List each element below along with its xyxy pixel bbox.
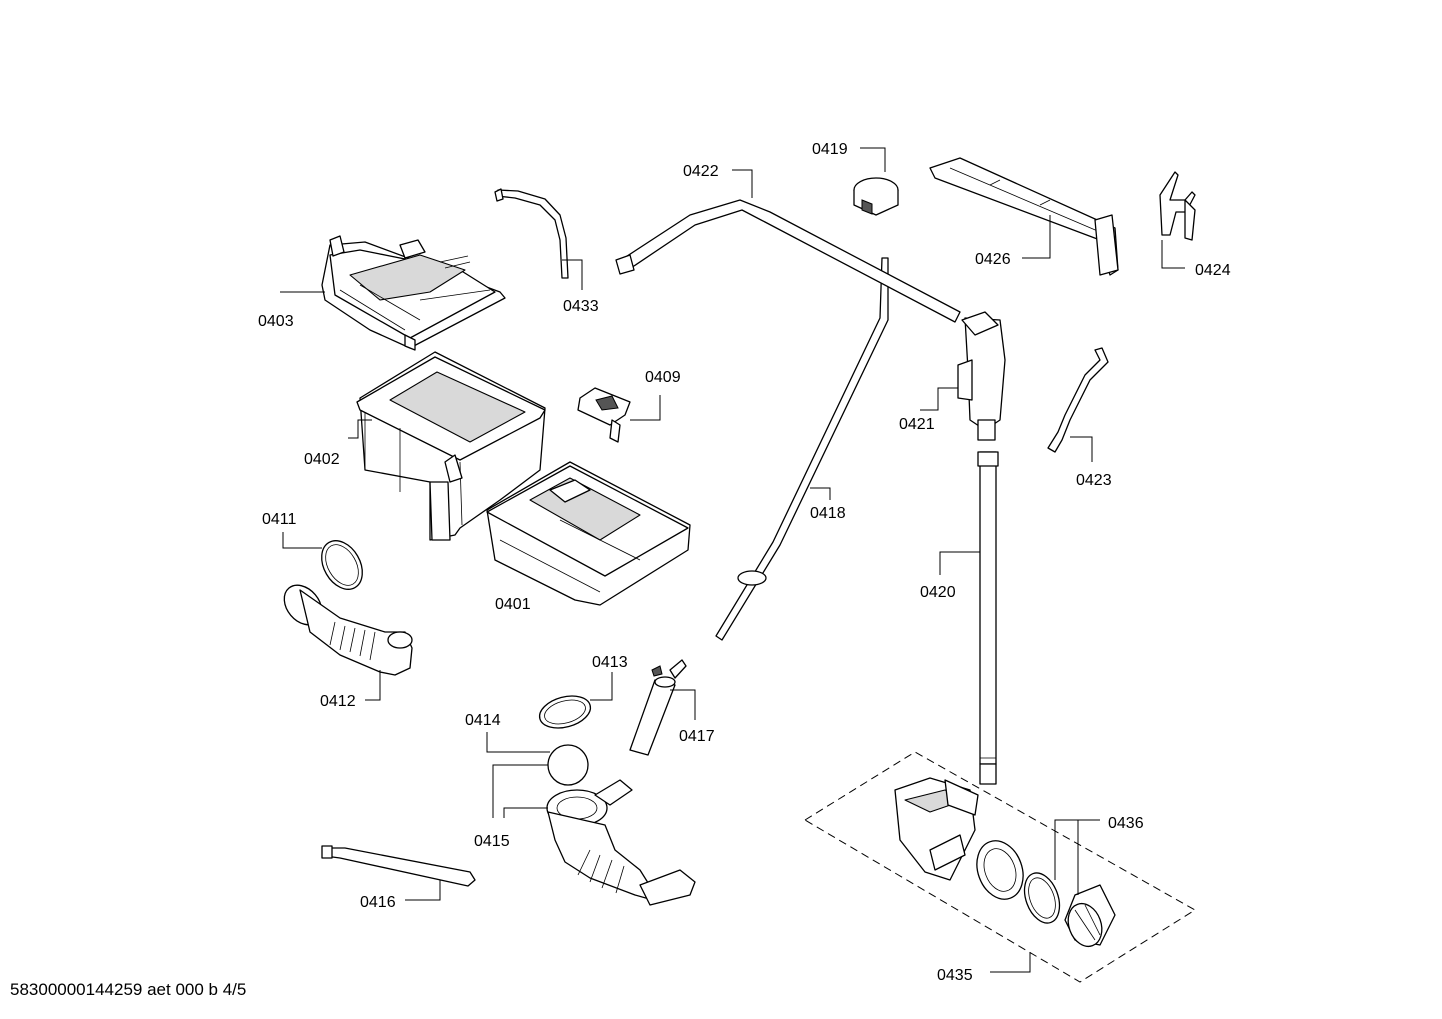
ball-valve-0414-part xyxy=(547,744,589,786)
pump-assembly-box xyxy=(804,751,1196,983)
leader-0436 xyxy=(1054,819,1100,895)
label-0402: 0402 xyxy=(304,451,340,468)
leader-0402 xyxy=(348,419,372,439)
label-0419: 0419 xyxy=(812,141,848,158)
label-0421: 0421 xyxy=(899,416,935,433)
label-0416: 0416 xyxy=(360,894,396,911)
leader-0435 xyxy=(990,952,1031,973)
label-0409: 0409 xyxy=(645,369,681,386)
dispenser-cover-part xyxy=(321,235,506,351)
sump-hose-0415-part xyxy=(546,779,696,906)
leader-0415 xyxy=(492,764,548,818)
dispenser-housing-part xyxy=(356,351,546,541)
leader-0433 xyxy=(562,259,583,290)
label-0435: 0435 xyxy=(937,967,973,984)
label-0414: 0414 xyxy=(465,712,501,729)
bellows-hose-0412-part xyxy=(283,584,413,676)
seal-ring-0413-part xyxy=(538,695,592,729)
hose-0420-part xyxy=(977,451,999,785)
hose-0423-part xyxy=(1047,347,1109,453)
label-0422: 0422 xyxy=(683,163,719,180)
leader-0414 xyxy=(486,732,550,753)
rod-0418-part xyxy=(715,257,889,641)
label-0417: 0417 xyxy=(679,728,715,745)
leader-0424 xyxy=(1161,240,1185,269)
label-0413: 0413 xyxy=(592,654,628,671)
siphon-cap-part xyxy=(577,387,631,443)
label-0426: 0426 xyxy=(975,251,1011,268)
leader-0417 xyxy=(670,689,696,720)
leader-0426 xyxy=(1022,215,1051,259)
label-0401: 0401 xyxy=(495,596,531,613)
label-0411: 0411 xyxy=(262,511,297,528)
seal-ring-0411-part xyxy=(321,540,363,590)
air-trap-0421-part xyxy=(957,311,1006,441)
hose-0422-part xyxy=(615,199,961,323)
hose-0433-part xyxy=(494,188,569,279)
label-0436: 0436 xyxy=(1108,815,1144,832)
leader-0421 xyxy=(920,387,958,411)
leader-0416 xyxy=(405,880,441,901)
document-footer-code: 58300000144259 aet 000 b 4/5 xyxy=(10,980,247,999)
label-0418: 0418 xyxy=(810,505,846,522)
leader-0420 xyxy=(939,551,980,575)
hose-0416-part xyxy=(321,845,476,887)
leader-0409 xyxy=(630,395,661,421)
filter-0436-part xyxy=(1023,872,1116,948)
bracket-0426-part xyxy=(929,157,1119,276)
dispenser-drawer-part xyxy=(486,461,691,606)
label-0424: 0424 xyxy=(1195,262,1231,279)
drain-pump-0435-part xyxy=(894,777,1024,900)
fork-clip-0424-part xyxy=(1159,171,1196,241)
label-0423: 0423 xyxy=(1076,472,1112,489)
label-0415: 0415 xyxy=(474,833,510,850)
label-0403: 0403 xyxy=(258,313,294,330)
sensor-0417-part xyxy=(629,659,687,756)
leader-0422 xyxy=(732,169,753,198)
leader-0413 xyxy=(590,672,613,701)
leader-0423 xyxy=(1070,436,1093,462)
leader-0412 xyxy=(365,670,381,701)
label-0433: 0433 xyxy=(563,298,599,315)
leader-0419 xyxy=(860,147,886,172)
leader-0411 xyxy=(282,532,322,549)
label-0412: 0412 xyxy=(320,693,356,710)
label-0420: 0420 xyxy=(920,584,956,601)
leader-0418 xyxy=(810,487,831,500)
pressure-switch-0419-part xyxy=(853,177,899,216)
